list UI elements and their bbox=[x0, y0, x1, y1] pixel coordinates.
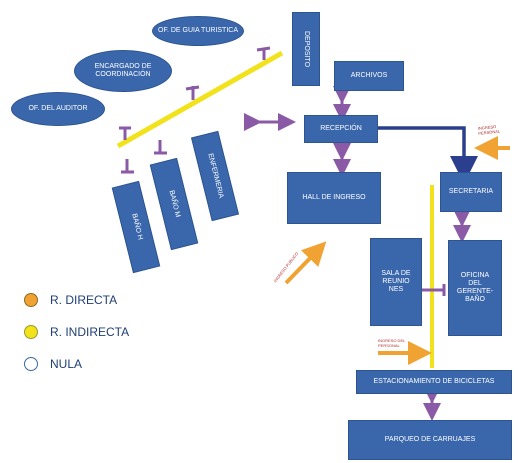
room-archivos-label: ARCHIVOS bbox=[350, 72, 388, 79]
room-bano-m-label: BAÑO M bbox=[167, 189, 182, 219]
room-oficina-gerente-label: OFICINA DEL GERENTE- BAÑO bbox=[456, 272, 494, 303]
room-coordinacion: ENCARGADO DE COORDINACIÓN bbox=[74, 50, 172, 92]
connector-ticks-up bbox=[119, 46, 271, 140]
room-deposito: DEPOSITO bbox=[292, 12, 320, 86]
purple-double-arrows bbox=[244, 86, 471, 421]
room-oficina-gerente: OFICINA DEL GERENTE- BAÑO bbox=[448, 240, 502, 336]
room-parqueo-carruajes-label: PARQUEO DE CARRUAJES bbox=[384, 436, 476, 443]
entrance-arrow-diagonal bbox=[284, 241, 327, 285]
room-guia-turistica-label: OF. DE GUIA TURISTICA bbox=[158, 27, 238, 34]
indirect-relation-diagonal-line bbox=[116, 50, 284, 149]
room-estacionamiento: ESTACIONAMIENTO DE BICICLETAS bbox=[356, 370, 512, 394]
note-ingreso-personal-bottom: INGRESO DEL PERSONAL bbox=[378, 338, 406, 348]
legend-dot-yellow bbox=[24, 325, 38, 339]
legend-item-directa: R. DIRECTA bbox=[24, 293, 117, 307]
legend-item-indirecta: R. INDIRECTA bbox=[24, 325, 129, 339]
room-sala-reuniones-label: SALA DE REUNIO NES bbox=[381, 270, 411, 293]
legend-dot-orange bbox=[24, 293, 38, 307]
room-hall-ingreso: HALL DE INGRESO bbox=[287, 172, 381, 224]
room-secretaria: SECRETARIA bbox=[440, 172, 502, 212]
room-sala-reuniones: SALA DE REUNIO NES bbox=[370, 238, 422, 326]
direct-route-arrow bbox=[378, 126, 478, 184]
legend-label-indirecta: R. INDIRECTA bbox=[50, 325, 130, 339]
legend-label-directa: R. DIRECTA bbox=[50, 293, 118, 307]
room-bano-h-label: BAÑO H bbox=[129, 213, 144, 241]
room-recepcion: RECEPCIÓN bbox=[304, 115, 378, 143]
room-guia-turistica: OF. DE GUIA TURISTICA bbox=[152, 16, 244, 46]
room-parqueo-carruajes: PARQUEO DE CARRUAJES bbox=[348, 420, 512, 460]
room-recepcion-label: RECEPCIÓN bbox=[320, 125, 362, 132]
connector-ticks-down bbox=[121, 140, 167, 174]
room-auditor: OF. DEL AUDITOR bbox=[11, 92, 105, 126]
room-coordinacion-label: ENCARGADO DE COORDINACIÓN bbox=[94, 63, 152, 78]
legend-label-nula: NULA bbox=[50, 357, 83, 371]
legend-item-nula: NULA bbox=[24, 357, 82, 371]
room-hall-ingreso-label: HALL DE INGRESO bbox=[302, 194, 366, 201]
room-estacionamiento-label: ESTACIONAMIENTO DE BICICLETAS bbox=[373, 378, 495, 385]
room-auditor-label: OF. DEL AUDITOR bbox=[28, 105, 88, 112]
room-enfermeria-label: ENFERMERIA bbox=[206, 152, 225, 199]
room-secretaria-label: SECRETARIA bbox=[448, 188, 494, 195]
legend-dot-white bbox=[24, 357, 38, 371]
room-deposito-label: DEPOSITO bbox=[303, 30, 311, 68]
room-archivos: ARCHIVOS bbox=[334, 61, 404, 91]
